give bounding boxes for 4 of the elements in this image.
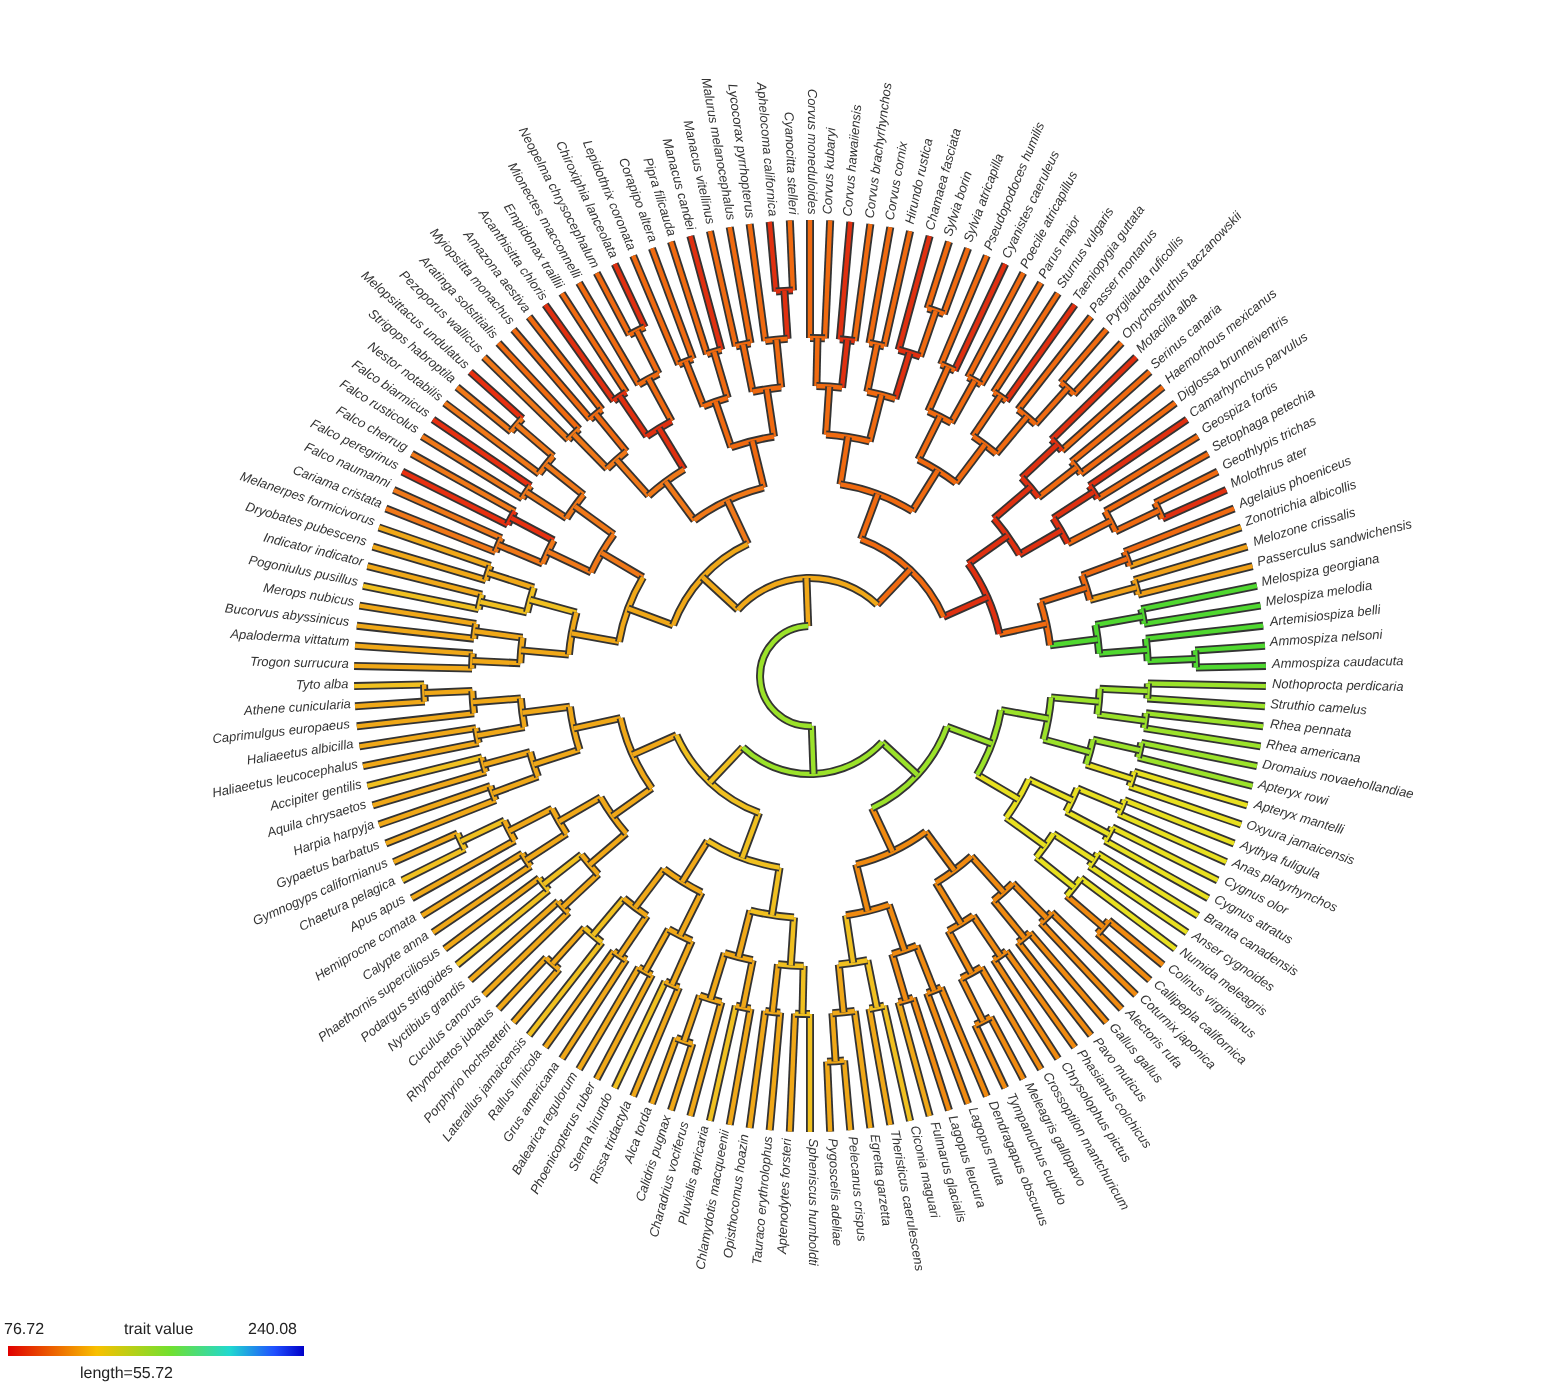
scale-max-value: 240.08: [248, 1320, 297, 1338]
scale-min-value: 76.72: [4, 1320, 45, 1338]
scale-title: trait value: [124, 1320, 194, 1338]
branch-length-label: length=55.72: [80, 1364, 173, 1382]
